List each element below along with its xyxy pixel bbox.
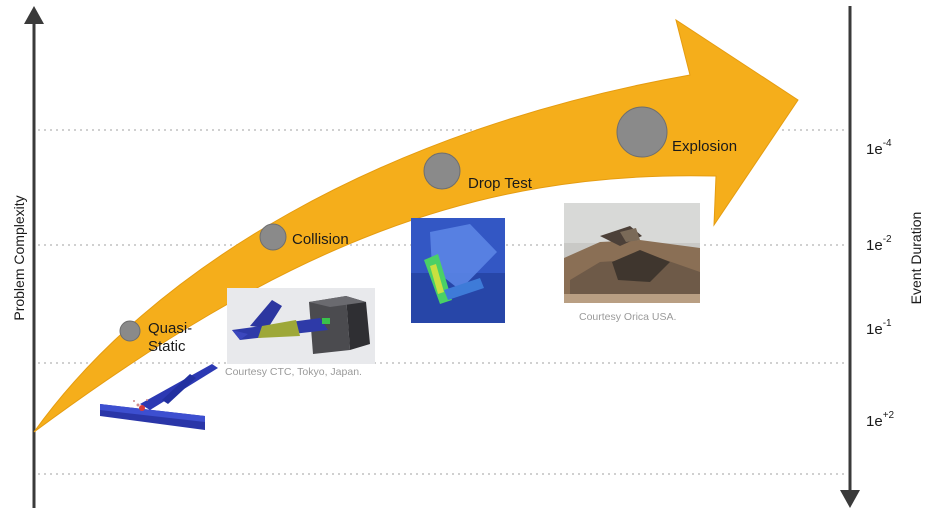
quasi-static-label-line1: Quasi-: [148, 320, 193, 337]
collision-image: [227, 288, 375, 364]
left-axis: [24, 6, 44, 508]
progression-arrow: [33, 18, 799, 433]
explosion-label: Explosion: [672, 138, 738, 155]
quasi-static-marker: [119, 320, 141, 342]
left-axis-arrowhead: [24, 6, 44, 24]
duration-tick-1: 1e-4: [866, 138, 892, 158]
quasi-static-label-line2: Static: [148, 338, 186, 355]
left-axis-title: Problem Complexity: [11, 195, 27, 321]
duration-tick-3-exp: -1: [882, 318, 892, 329]
quasi-static-label: Quasi- Static: [148, 320, 192, 356]
duration-tick-1-base: 1e: [866, 141, 883, 158]
quasi-static-image: [100, 364, 218, 430]
right-axis-title: Event Duration: [908, 211, 924, 305]
duration-tick-4: 1e+2: [866, 410, 895, 430]
right-axis-arrowhead: [840, 490, 860, 508]
duration-tick-4-base: 1e: [866, 413, 883, 430]
explosion-caption: Courtesy Orica USA.: [579, 311, 677, 323]
duration-tick-2-exp: -2: [882, 234, 892, 245]
duration-tick-3: 1e-1: [866, 318, 892, 338]
drop-test-label: Drop Test: [468, 175, 532, 192]
collision-marker: [259, 223, 287, 251]
explosion-photo: [564, 203, 700, 303]
right-axis: [840, 6, 860, 508]
drop-test-marker: [423, 152, 461, 190]
explosion-marker: [616, 106, 668, 158]
collision-label: Collision: [292, 231, 349, 248]
collision-caption: Courtesy CTC, Tokyo, Japan.: [225, 366, 362, 378]
duration-tick-2-base: 1e: [866, 237, 883, 254]
duration-tick-4-exp: +2: [882, 410, 895, 421]
duration-tick-2: 1e-2: [866, 234, 892, 254]
drop-test-image: [411, 218, 505, 323]
duration-tick-1-exp: -4: [882, 138, 892, 149]
duration-tick-3-base: 1e: [866, 321, 883, 338]
